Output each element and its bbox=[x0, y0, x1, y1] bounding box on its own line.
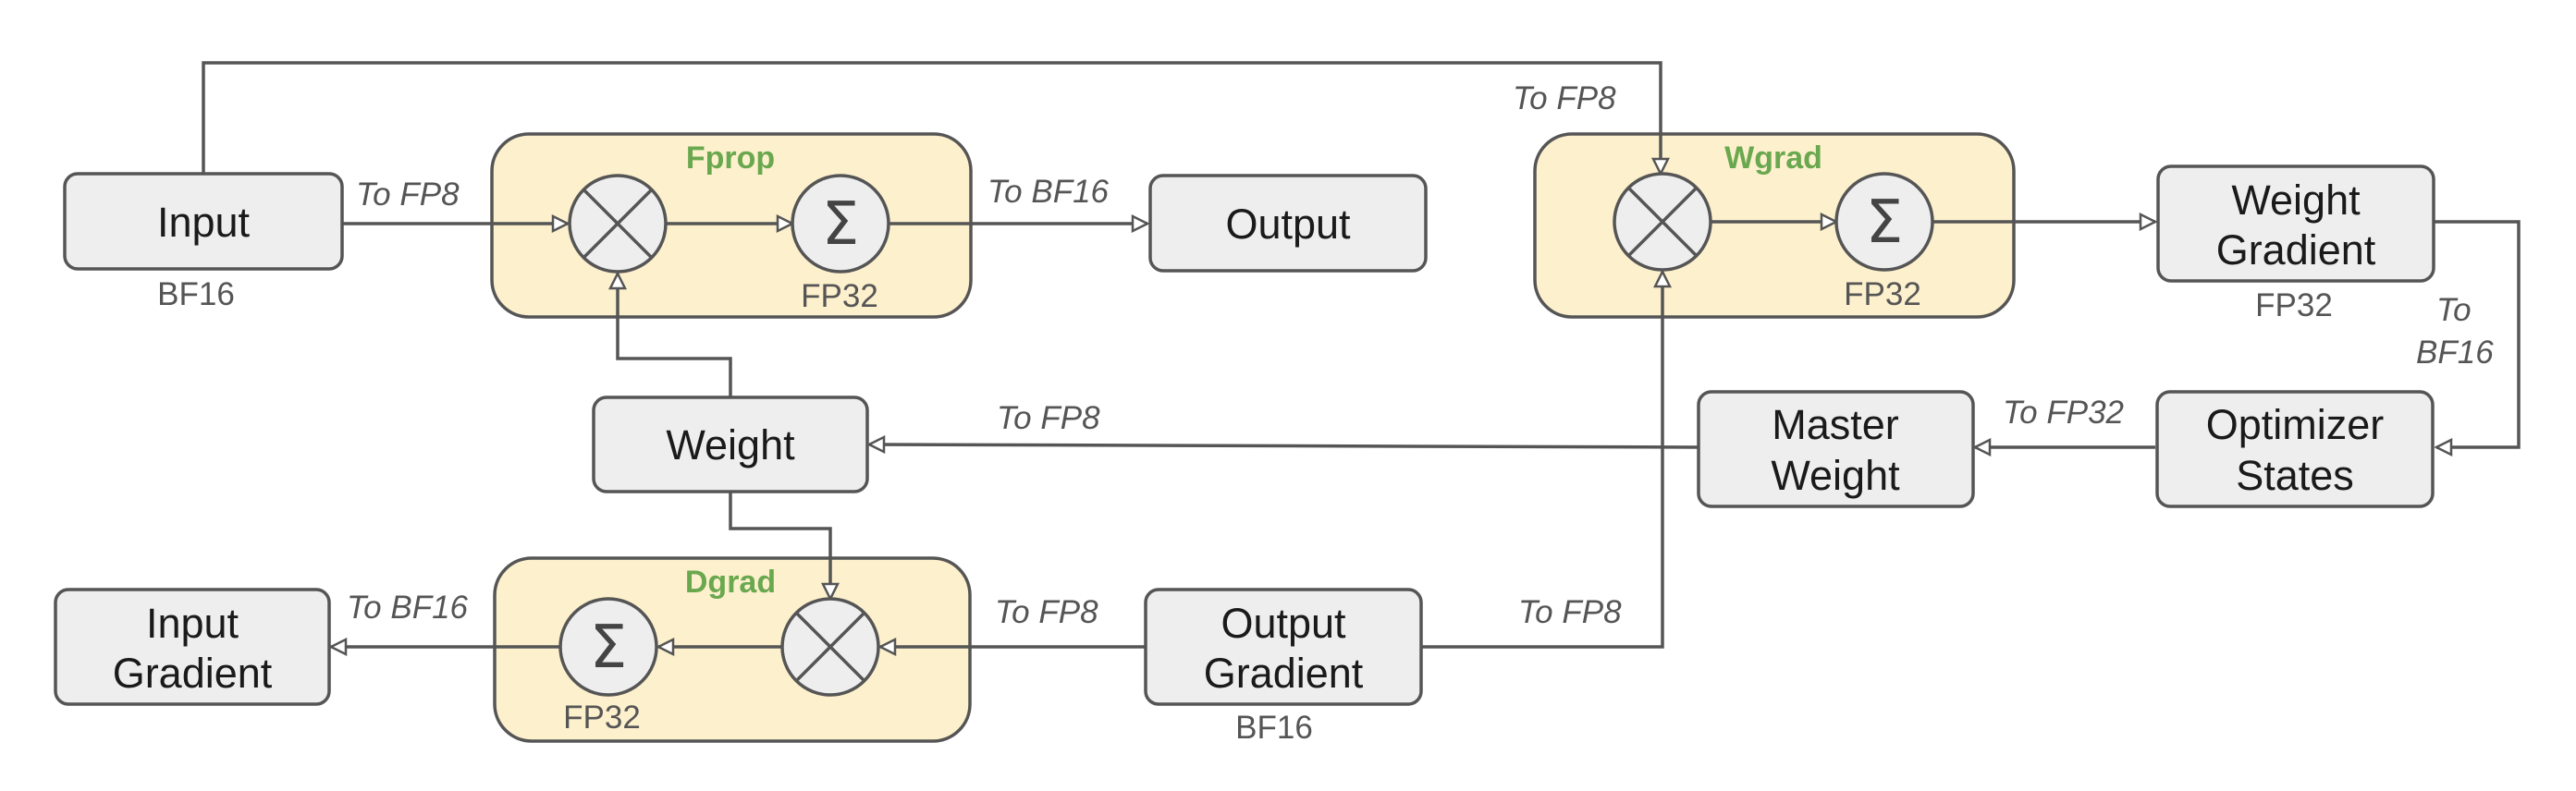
input-box bbox=[63, 172, 344, 271]
wgrad-multiply-icon bbox=[1613, 172, 1712, 272]
optimizer-states-label-line1: Optimizer bbox=[2206, 401, 2385, 448]
conv-optimizer-to-master: To FP32 bbox=[2003, 395, 2124, 431]
input-label: Input bbox=[157, 199, 251, 246]
wgrad-title: Wgrad bbox=[1724, 140, 1822, 176]
input-gradient-box bbox=[54, 588, 331, 706]
conv-weight-gradient-to-optimizer-line2: BF16 bbox=[2416, 335, 2494, 371]
conv-master-to-weight: To FP8 bbox=[997, 400, 1100, 436]
edge-weight-to-fprop-multiply bbox=[618, 274, 732, 397]
conv-dgrad-to-input-gradient: To BF16 bbox=[347, 590, 469, 626]
optimizer-states-label-line2: States bbox=[2236, 452, 2354, 499]
input-gradient-label-line1: Input bbox=[146, 600, 239, 647]
weight-gradient-label-line1: Weight bbox=[2231, 176, 2361, 224]
wgrad-sum-precision: FP32 bbox=[1844, 276, 1921, 312]
master-weight-label-line2: Weight bbox=[1771, 452, 1900, 499]
weight-gradient-precision: FP32 bbox=[2255, 287, 2333, 323]
output-gradient-label-line2: Gradient bbox=[1204, 650, 1364, 697]
weight-label: Weight bbox=[666, 421, 795, 469]
dgrad-title: Dgrad bbox=[685, 565, 776, 600]
weight-box bbox=[592, 396, 869, 493]
input-precision: BF16 bbox=[157, 276, 235, 312]
optimizer-states-box bbox=[2155, 390, 2435, 508]
wgrad-sum-icon: Σ bbox=[1834, 172, 1934, 272]
weight-gradient-box bbox=[2156, 164, 2435, 283]
conv-output-gradient-to-wgrad: To FP8 bbox=[1518, 594, 1622, 630]
edge-weight-to-dgrad-multiply bbox=[729, 492, 830, 599]
output-label: Output bbox=[1225, 201, 1351, 248]
output-gradient-box bbox=[1144, 588, 1423, 706]
conv-weight-gradient-to-optimizer-line1: To bbox=[2436, 292, 2472, 328]
edge-input-to-wgrad-multiply bbox=[202, 61, 1661, 174]
conv-fprop-to-output: To BF16 bbox=[987, 174, 1110, 210]
conv-input-to-wgrad: To FP8 bbox=[1513, 80, 1616, 116]
svg-text:Σ: Σ bbox=[590, 614, 627, 682]
input-gradient-label-line2: Gradient bbox=[113, 650, 273, 697]
dgrad-multiply-icon bbox=[780, 597, 880, 697]
svg-text:Σ: Σ bbox=[1866, 189, 1903, 257]
edge-output-gradient-to-wgrad-multiply bbox=[1422, 272, 1662, 649]
fprop-multiply-icon bbox=[568, 174, 668, 274]
svg-text:Σ: Σ bbox=[822, 190, 859, 259]
edge-weight-gradient-to-optimizer bbox=[2434, 220, 2521, 447]
fprop-sum-precision: FP32 bbox=[801, 278, 878, 314]
master-weight-label-line1: Master bbox=[1772, 401, 1899, 448]
master-weight-box bbox=[1697, 390, 1975, 508]
edge-master-weight-to-weight bbox=[869, 444, 1699, 447]
output-box bbox=[1148, 174, 1428, 273]
conv-output-gradient-to-dgrad: To FP8 bbox=[995, 594, 1098, 630]
dgrad-sum-icon: Σ bbox=[558, 597, 658, 697]
dgrad-sum-precision: FP32 bbox=[563, 700, 641, 736]
fprop-title: Fprop bbox=[686, 140, 775, 176]
fprop-sum-icon: Σ bbox=[791, 174, 890, 274]
output-gradient-precision: BF16 bbox=[1235, 710, 1313, 746]
conv-input-to-fprop: To FP8 bbox=[356, 176, 460, 213]
output-gradient-label-line1: Output bbox=[1221, 600, 1346, 647]
weight-gradient-label-line2: Gradient bbox=[2216, 226, 2376, 274]
